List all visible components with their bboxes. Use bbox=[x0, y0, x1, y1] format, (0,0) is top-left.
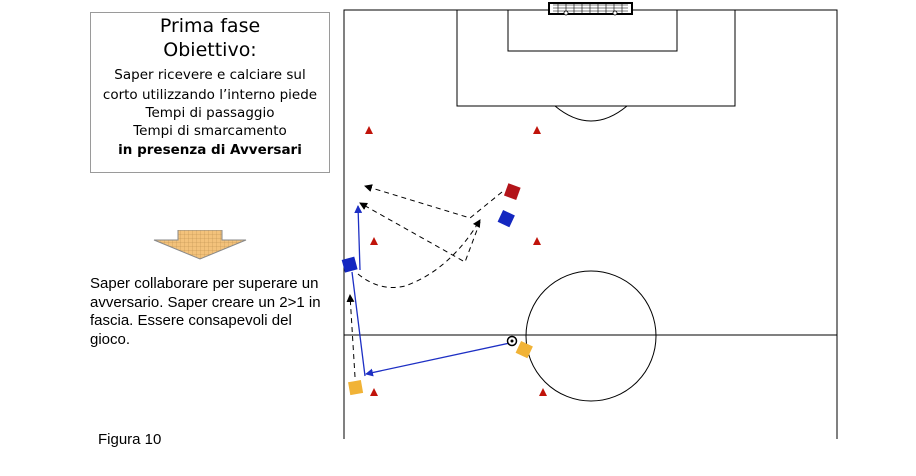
cone-icon bbox=[370, 388, 378, 396]
pass-line bbox=[354, 205, 363, 271]
penalty-arc bbox=[554, 105, 628, 122]
down-arrow-icon bbox=[153, 230, 247, 260]
objective-box: Prima fase Obiettivo: Saper ricevere e c… bbox=[90, 12, 330, 173]
goal-area bbox=[507, 10, 678, 52]
blue-player bbox=[341, 256, 358, 273]
yellow-player bbox=[348, 380, 364, 396]
cone-icon bbox=[533, 126, 541, 134]
run-line bbox=[364, 184, 503, 219]
goal-net-icon bbox=[548, 2, 633, 16]
field-boundary bbox=[343, 9, 838, 439]
field-lines bbox=[343, 9, 838, 439]
run-line bbox=[359, 202, 481, 263]
red-player bbox=[503, 183, 521, 200]
objective-line-4: Tempi di smarcamento bbox=[133, 123, 287, 139]
cone-icon bbox=[533, 237, 541, 245]
description-text: Saper collaborare per superare un avvers… bbox=[90, 275, 321, 348]
cone-icon bbox=[370, 237, 378, 245]
center-circle bbox=[525, 270, 657, 402]
objective-title: Prima fase bbox=[159, 15, 261, 37]
ball-icon bbox=[506, 335, 518, 347]
objective-line-2: corto utilizzando l’interno piede bbox=[102, 87, 318, 103]
run-line bbox=[357, 219, 481, 288]
cone-icon bbox=[365, 126, 373, 134]
pass-line bbox=[351, 271, 366, 377]
penalty-area bbox=[456, 10, 736, 107]
yellow-player bbox=[515, 341, 533, 359]
objective-line-3: Tempi di passaggio bbox=[145, 105, 275, 121]
cone-icon bbox=[539, 388, 547, 396]
players bbox=[341, 183, 533, 396]
pass-line bbox=[365, 342, 511, 377]
movement-lines bbox=[346, 184, 503, 378]
cones bbox=[365, 126, 547, 396]
pass-lines bbox=[351, 205, 511, 377]
objective-subtitle: Obiettivo: bbox=[163, 39, 257, 61]
objective-line-1: Saper ricevere e calciare sul bbox=[114, 67, 306, 83]
run-line bbox=[346, 294, 356, 378]
blue-player bbox=[497, 210, 515, 228]
objective-emphasis: in presenza di Avversari bbox=[118, 142, 302, 158]
figure-label: Figura 10 bbox=[98, 431, 162, 448]
